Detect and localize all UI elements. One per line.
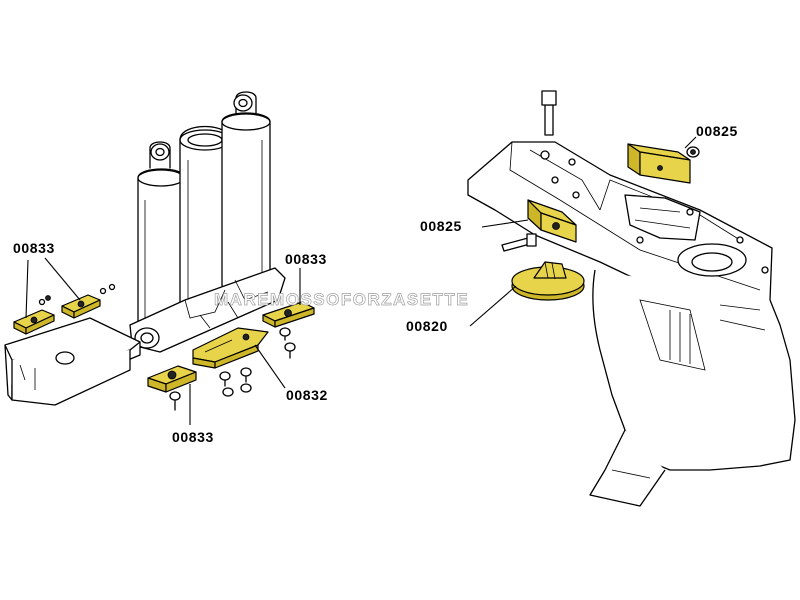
label-00825-top: 00825 (696, 123, 738, 139)
label-00833-top-right: 00833 (285, 251, 327, 267)
gear-housing (467, 90, 796, 507)
label-00832: 00832 (286, 387, 328, 403)
anode-00825-top (627, 143, 700, 184)
anode-00833-upper-right (262, 301, 315, 359)
anode-00825-middle (527, 199, 577, 243)
trim-tilt-unit (129, 91, 286, 353)
label-00825-middle: 00825 (420, 218, 462, 234)
anode-00820 (511, 261, 585, 301)
leader-00825-top (684, 136, 697, 149)
mounting-plate (4, 317, 141, 406)
label-00833-bottom: 00833 (172, 429, 214, 445)
label-00833-top-left: 00833 (13, 240, 55, 256)
right-assembly: 00825 00825 00820 (406, 90, 796, 507)
left-assembly: 00833 00833 00832 00833 (4, 91, 328, 445)
anode-00833-plate-right (61, 283, 116, 319)
anode-00832 (192, 327, 269, 397)
watermark: MAREMOSSOFORZASETTE (214, 290, 469, 309)
leader-00820 (469, 285, 517, 327)
anode-00833-plate-left (13, 295, 55, 335)
leader-00825-middle (481, 219, 529, 228)
label-00820: 00820 (406, 318, 448, 334)
leader-00833-plate-right (44, 257, 81, 301)
leader-00832 (254, 344, 286, 389)
leader-00833-plate-left (25, 259, 29, 319)
anode-00833-lower (147, 365, 197, 411)
